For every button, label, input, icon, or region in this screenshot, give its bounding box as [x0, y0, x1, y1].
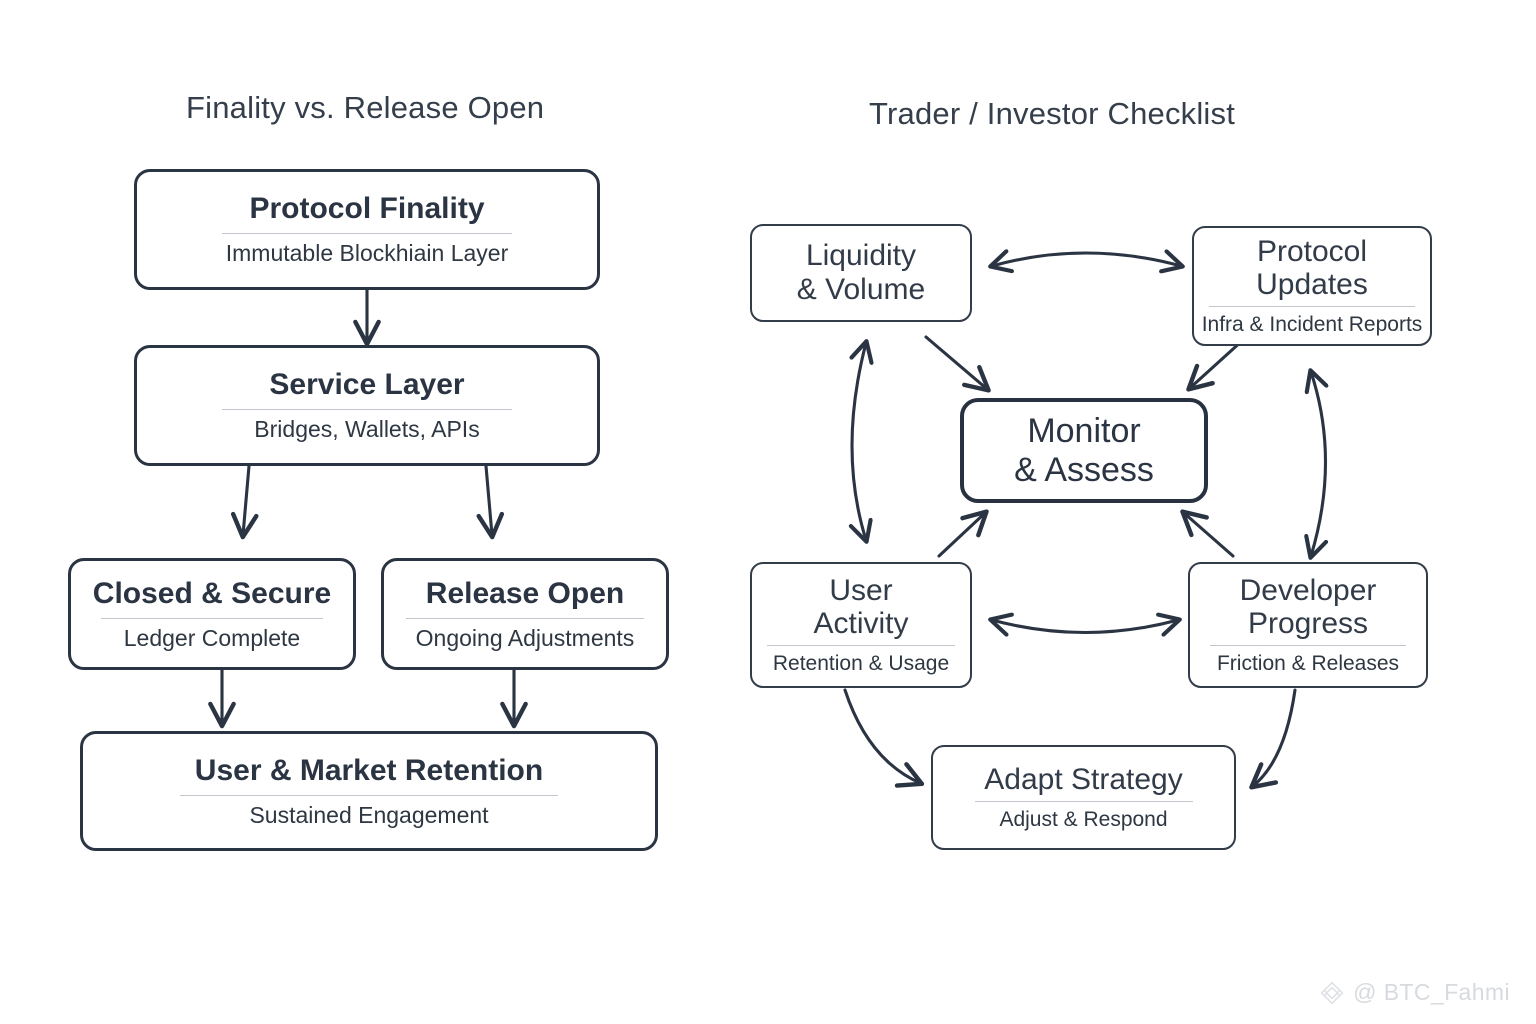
diamond-logo-icon	[1321, 981, 1344, 1004]
arrow-liquidity-protocolupdates	[988, 249, 1185, 274]
node-protocol-updates[interactable]: Protocol Updates Infra & Incident Report…	[1192, 226, 1432, 346]
arrow-protocolupdates-to-monitor	[1186, 338, 1245, 392]
node-liquidity-and-volume[interactable]: Liquidity & Volume	[750, 224, 972, 322]
node-divider	[101, 617, 323, 619]
node-title: User Activity	[813, 573, 909, 641]
node-divider	[1209, 306, 1415, 308]
panel-title-left: Finality vs. Release Open	[186, 90, 545, 125]
node-divider	[406, 617, 644, 619]
node-divider	[222, 409, 512, 411]
node-user-and-market-retention[interactable]: User & Market Retention Sustained Engage…	[80, 731, 658, 851]
node-title: Release Open	[425, 576, 625, 610]
node-divider	[974, 800, 1193, 802]
arrow-useractivity-to-monitor	[937, 509, 989, 558]
node-subtitle: Ledger Complete	[123, 624, 301, 651]
node-subtitle: Adjust & Respond	[999, 807, 1168, 831]
node-release-open[interactable]: Release Open Ongoing Adjustments	[381, 558, 669, 670]
node-divider	[1210, 645, 1406, 647]
node-subtitle: Ongoing Adjustments	[415, 624, 635, 651]
node-subtitle: Infra & Incident Reports	[1201, 313, 1423, 337]
node-title: Protocol Finality	[249, 192, 485, 226]
node-title: User & Market Retention	[194, 753, 544, 787]
arrow-service-to-closed	[230, 464, 259, 540]
arrow-liquidity-useractivity	[848, 339, 874, 544]
node-developer-progress[interactable]: Developer Progress Friction & Releases	[1188, 562, 1428, 688]
node-subtitle: Bridges, Wallets, APIs	[254, 416, 480, 443]
node-subtitle: Immutable Blockhiain Layer	[225, 240, 509, 267]
node-title: Developer Progress	[1239, 573, 1377, 641]
node-protocol-finality[interactable]: Protocol Finality Immutable Blockhiain L…	[134, 169, 600, 290]
node-divider	[767, 645, 955, 647]
node-divider	[180, 794, 558, 796]
arrow-useractivity-to-adapt	[843, 688, 925, 788]
panel-title-right: Trader / Investor Checklist	[869, 96, 1236, 131]
node-subtitle: Retention & Usage	[772, 652, 950, 676]
node-monitor-and-assess[interactable]: Monitor & Assess	[960, 398, 1208, 503]
arrow-service-to-release	[476, 464, 505, 540]
node-title: Protocol Updates	[1256, 234, 1368, 302]
arrow-protocolupdates-developerprogress	[1304, 368, 1329, 560]
node-title: Liquidity & Volume	[796, 239, 926, 306]
arrow-developerprogress-to-monitor	[1180, 509, 1235, 558]
arrow-useractivity-developerprogress	[988, 612, 1182, 637]
arrow-liquidity-to-monitor	[924, 335, 991, 393]
watermark-handle: @ BTC_Fahmi	[1353, 979, 1510, 1005]
arrow-developerprogress-to-adapt	[1249, 688, 1297, 790]
node-user-activity[interactable]: User Activity Retention & Usage	[750, 562, 972, 688]
node-subtitle: Friction & Releases	[1216, 652, 1400, 676]
node-title: Monitor & Assess	[1014, 412, 1154, 489]
watermark: @ BTC_Fahmi	[1319, 979, 1510, 1006]
node-subtitle: Sustained Engagement	[249, 801, 489, 828]
node-closed-and-secure[interactable]: Closed & Secure Ledger Complete	[68, 558, 356, 670]
node-title: Adapt Strategy	[984, 763, 1183, 797]
node-title: Service Layer	[269, 368, 465, 402]
node-title: Closed & Secure	[92, 576, 332, 610]
node-divider	[222, 233, 512, 235]
node-adapt-strategy[interactable]: Adapt Strategy Adjust & Respond	[931, 745, 1236, 850]
node-service-layer[interactable]: Service Layer Bridges, Wallets, APIs	[134, 345, 600, 466]
